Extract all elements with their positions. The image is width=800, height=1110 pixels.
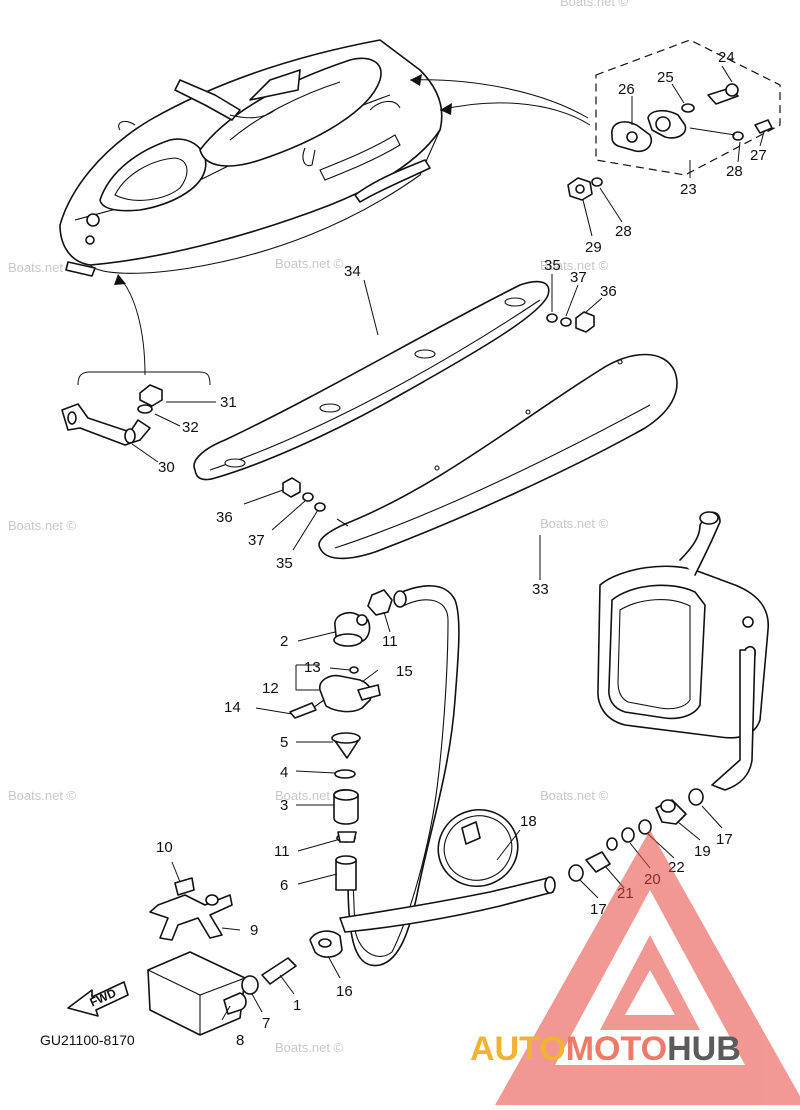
callout-28a: 28	[726, 163, 743, 180]
bracket-9	[149, 877, 233, 941]
check-valve-stack	[289, 589, 393, 843]
watermark: Boats.net ©	[8, 788, 77, 803]
callout-14: 14	[224, 699, 241, 716]
callout-36a: 36	[600, 283, 617, 300]
washer-32	[137, 404, 153, 414]
o-ring-13	[349, 666, 359, 674]
watermark: Boats.net ©	[540, 788, 609, 803]
callout-11a: 11	[382, 633, 398, 650]
sponson-33	[282, 353, 678, 560]
watermark: Boats.net ©	[540, 258, 609, 273]
washer-20	[621, 827, 635, 843]
clamp-17b	[688, 788, 704, 806]
callout-5: 5	[280, 734, 288, 751]
nut-36b	[282, 477, 301, 498]
screw-27	[754, 119, 773, 134]
callout-29: 29	[585, 239, 602, 256]
callout-6: 6	[280, 877, 288, 894]
callout-1: 1	[293, 997, 301, 1014]
watermark: Boats.net ©	[560, 0, 629, 9]
logo-triangle-icon	[495, 830, 800, 1105]
callout-35a: 35	[544, 257, 561, 274]
clamp-7	[241, 975, 259, 995]
callout-16: 16	[336, 983, 353, 1000]
pin-14	[289, 702, 317, 719]
washer-28	[732, 131, 744, 141]
callout-36b: 36	[216, 509, 233, 526]
watermark: Boats.net ©	[540, 516, 609, 531]
automotohub-logo	[495, 830, 800, 1105]
box-8	[147, 951, 259, 1036]
washer-35	[546, 313, 558, 323]
diagram-code: GU21100-8170	[40, 1032, 135, 1048]
brand-part-moto: MOTO	[566, 1030, 667, 1068]
bolt-10	[174, 877, 195, 896]
strap-18	[437, 808, 519, 888]
nut-31	[139, 384, 163, 407]
callout-30: 30	[158, 459, 175, 476]
callout-37b: 37	[248, 532, 265, 549]
exhaust-body	[597, 511, 770, 791]
callout-34: 34	[344, 263, 361, 280]
watermark: Boats.net ©	[275, 256, 344, 271]
callout-2: 2	[280, 633, 288, 650]
nut-36	[575, 311, 595, 333]
callout-17b: 17	[716, 831, 733, 848]
washer-37	[560, 317, 572, 327]
forward-arrow: FWD	[67, 981, 129, 1017]
hose-1	[261, 930, 343, 985]
callout-32: 32	[182, 419, 199, 436]
washer-37b	[302, 492, 314, 502]
callout-24: 24	[718, 49, 735, 66]
callout-15: 15	[396, 663, 413, 680]
fitting-group-30	[61, 371, 211, 446]
callout-26: 26	[618, 81, 635, 98]
drain-plug-assembly	[567, 39, 781, 201]
hose-chain-right	[339, 788, 704, 933]
callout-31: 31	[220, 394, 237, 411]
callout-37a: 37	[570, 269, 587, 286]
callout-8: 8	[236, 1032, 244, 1049]
washer-28b	[591, 177, 603, 187]
watermark: Boats.net ©	[275, 1040, 344, 1055]
callout-18: 18	[520, 813, 537, 830]
watercraft-illustration	[59, 39, 443, 277]
callout-35b: 35	[276, 555, 293, 572]
callout-17a: 17	[590, 901, 607, 918]
callout-28b: 28	[615, 223, 632, 240]
callout-25: 25	[657, 69, 674, 86]
fitting-21	[585, 851, 611, 873]
watermark: Boats.net ©	[275, 788, 344, 803]
callout-numbers: 24 25 26 27 28 23 29 28 34 35 37 36 31 3…	[156, 49, 767, 1049]
callout-7: 7	[262, 1015, 270, 1032]
callout-23: 23	[680, 181, 697, 198]
callout-27: 27	[750, 147, 767, 164]
pointer-arrows	[114, 74, 591, 376]
callout-13: 13	[304, 659, 321, 676]
callout-10: 10	[156, 839, 173, 856]
brand-part-auto: AUTO	[470, 1030, 566, 1068]
sponson-34	[193, 280, 595, 481]
o-ring-25	[681, 103, 695, 113]
callout-12: 12	[262, 680, 279, 697]
washer-22	[638, 819, 652, 835]
brand-logo-text: AUTOMOTOHUB	[470, 1030, 741, 1068]
o-ring-4	[334, 769, 356, 779]
washer-35b	[314, 502, 326, 512]
watermark: Boats.net ©	[8, 518, 77, 533]
callout-33: 33	[532, 581, 549, 598]
clamp-11	[367, 589, 393, 616]
callout-9: 9	[250, 922, 258, 939]
watermark: Boats.net ©	[8, 260, 77, 275]
callout-19: 19	[694, 843, 711, 860]
hose-6	[335, 585, 460, 967]
brand-part-hub: HUB	[667, 1030, 741, 1068]
watermarks: Boats.net © Boats.net © Boats.net © Boat…	[8, 0, 629, 1055]
clamp-17	[568, 864, 584, 882]
callout-11b: 11	[274, 843, 290, 860]
fitting-30	[61, 403, 151, 446]
callout-4: 4	[280, 764, 288, 781]
callout-3: 3	[280, 797, 288, 814]
